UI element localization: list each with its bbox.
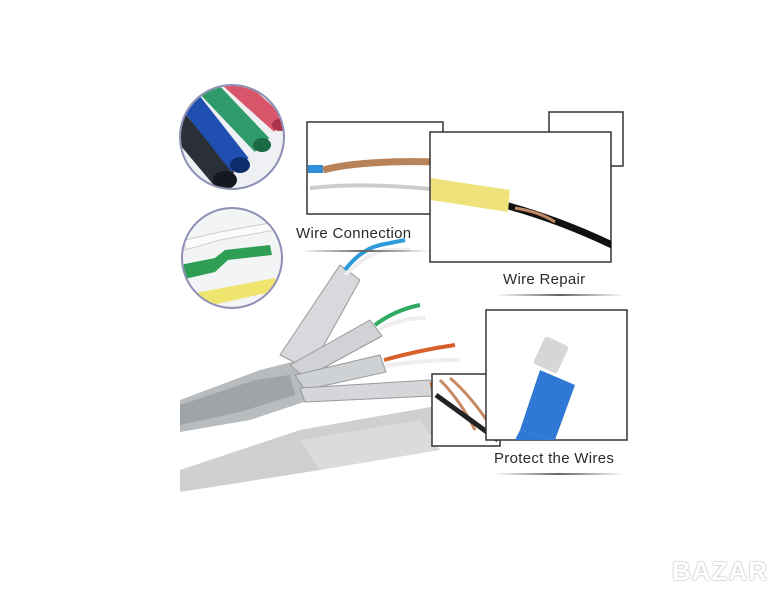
wire-repair-label: Wire Repair [503,271,586,288]
protect-wires-label: Protect the Wires [494,450,615,467]
protect-wires-image [485,309,628,441]
divider [494,473,624,475]
cable-shadow [180,400,480,492]
wire-repair-image [429,131,612,263]
wire-connection-image [306,121,444,215]
ethernet-cable [180,238,471,432]
divider [300,250,430,252]
sleeves-circle [181,207,283,309]
wire-connection-label: Wire Connection [296,225,412,242]
tubes-circle [179,84,285,190]
bazar-watermark: BAZAR [672,556,768,586]
divider [495,294,625,296]
